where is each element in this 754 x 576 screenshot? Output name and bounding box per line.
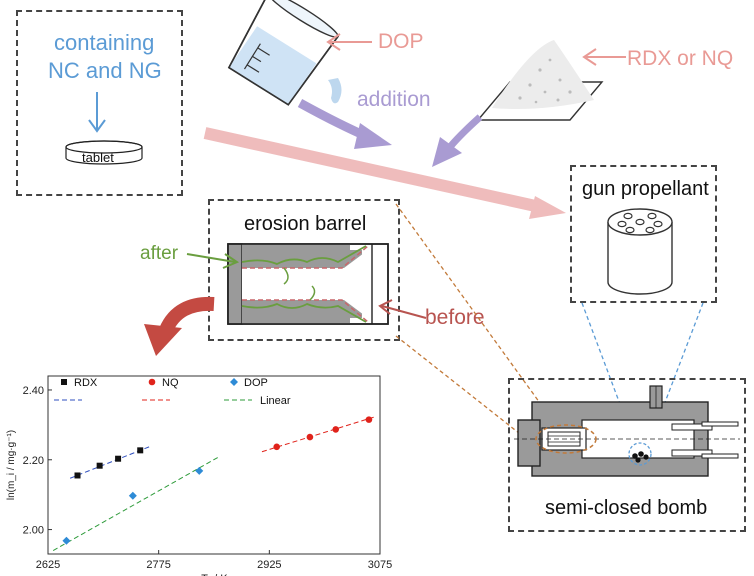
- semi-closed-bomb-box: [508, 378, 746, 532]
- addition-arrows: [297, 99, 483, 167]
- down-arrow-icon: [88, 92, 106, 133]
- nq-legend-marker: [148, 378, 156, 386]
- semi-closed-bomb-label: semi-closed bomb: [545, 497, 708, 519]
- gun-propellant-box: [570, 165, 717, 303]
- nq-point-0: [273, 443, 281, 451]
- dop-point-1: [128, 491, 137, 500]
- dop-pointer-arrow: [326, 33, 372, 51]
- nq-point-2: [332, 426, 340, 433]
- after-label: after: [140, 243, 179, 264]
- powder-icon: [476, 40, 604, 121]
- dop-label: DOP: [378, 30, 424, 53]
- y-tick-label: 2.40: [23, 385, 44, 397]
- linear-legend-label: Linear: [260, 395, 291, 407]
- rdx-point-2: [115, 455, 122, 462]
- erosion-barrel-box: [208, 199, 400, 341]
- results-arrow: [144, 296, 215, 356]
- plot-frame: [47, 375, 381, 555]
- y-axis-label: ln(m_i / mg·g⁻¹): [6, 430, 17, 500]
- nq-fit-line: [261, 416, 375, 453]
- bomb-drawing: [514, 385, 740, 477]
- dop-fit-line: [52, 455, 221, 551]
- containing-label: containing: [54, 30, 155, 55]
- y-tick-label: 2.20: [23, 455, 44, 467]
- tablet-label: tablet: [82, 150, 114, 165]
- dop-point-0: [62, 536, 71, 545]
- dop-legend-label: DOP: [244, 377, 268, 389]
- nq-point-3: [365, 416, 373, 423]
- dop-legend-marker: [230, 378, 238, 386]
- nq-point-1: [306, 433, 314, 441]
- after-pointer-arrow: [186, 253, 240, 269]
- rdx-legend-marker: [61, 379, 67, 385]
- before-pointer-arrow: [378, 299, 427, 319]
- base-tablet-box: [16, 10, 183, 196]
- x-tick-label: 2925: [257, 559, 281, 571]
- ln-mass-vs-temperature-chart: 2625 2775 2925 3075 2.00 2.20 2.40 Tv / K ln(m_i…: [6, 375, 392, 576]
- propellant-grain-icon: [607, 208, 673, 295]
- gun-propellant-label: gun propellant: [582, 178, 709, 200]
- beaker-icon: [227, 0, 342, 106]
- rdx-legend-label: RDX: [74, 377, 98, 389]
- erosion-barrel-label: erosion barrel: [244, 213, 367, 235]
- y-tick-label: 2.00: [23, 525, 44, 537]
- x-tick-label: 2625: [36, 559, 60, 571]
- before-label: before: [425, 306, 485, 329]
- x-tick-label: 3075: [368, 559, 392, 571]
- rdx-or-nq-label: RDX or NQ: [627, 47, 734, 70]
- nq-legend-label: NQ: [162, 377, 179, 389]
- rdx-fit-line: [69, 446, 150, 479]
- tablet-icon: [65, 140, 143, 165]
- rdx-point-1: [96, 462, 103, 469]
- rdx-point-0: [74, 472, 81, 479]
- barrel-cross-section: [227, 243, 389, 325]
- dop-point-2: [195, 466, 204, 475]
- x-tick-label: 2775: [146, 559, 170, 571]
- x-axis-label: Tv / K: [200, 573, 228, 576]
- addition-label: addition: [357, 88, 431, 111]
- rdx-point-3: [137, 447, 144, 454]
- nc-ng-label: NC and NG: [48, 58, 162, 83]
- rdx-pointer-arrow: [582, 48, 626, 66]
